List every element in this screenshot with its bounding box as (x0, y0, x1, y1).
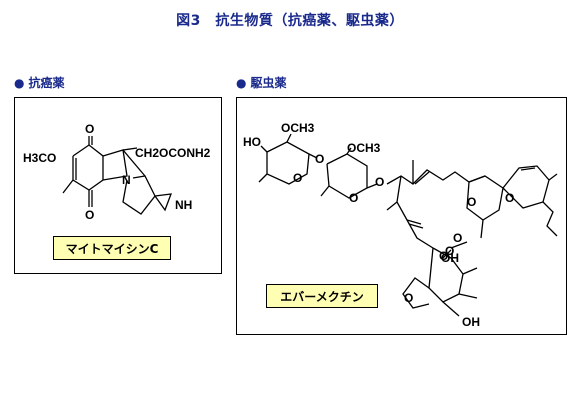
spiro-double-bond (520, 167, 536, 171)
methoxy-bond-2 (346, 147, 352, 155)
bullet-icon: ● (236, 75, 247, 90)
ho-bond (260, 145, 268, 153)
methyl-bond-sugar-2 (320, 185, 330, 197)
hydroxyl-top-label: HO (243, 135, 261, 149)
spiro-o-2: O (467, 195, 476, 209)
oh-bottom-bond (442, 301, 460, 317)
bullet-icon: ● (14, 75, 25, 90)
methyl-bond-hexene (458, 293, 478, 299)
quinone-ring (72, 144, 104, 191)
carbonyl-bond (442, 249, 452, 259)
hexene-double-bond (462, 267, 478, 275)
avermectin-structure: HO OCH3 OCH3 O O O O O O O O O OH OH O (243, 121, 558, 329)
sugar-ring-o-2: O (349, 191, 358, 205)
glycosidic-o-2: O (375, 175, 384, 189)
methoxy-1-label: OCH3 (281, 121, 315, 135)
avermectin-panel: HO OCH3 OCH3 O O O O O O O O O OH OH O (236, 97, 567, 335)
pyrrole-ring (102, 149, 128, 181)
methoxy-bond-1 (286, 133, 292, 143)
methyl-bond-sugar-1 (258, 173, 268, 183)
glycosidic-bond-2 (366, 183, 378, 189)
glycosidic-bond-1 (308, 153, 318, 159)
sugar-ring-o-1: O (293, 171, 302, 185)
glycosidic-o-1: O (315, 152, 324, 166)
carbonyl-o-bottom: O (85, 208, 94, 222)
secbutyl-chain (542, 201, 558, 237)
aziridine-ring (154, 193, 172, 212)
furan-o-label: O (404, 291, 413, 305)
macrocycle-chain-left (396, 175, 434, 249)
oh-bottom-label: OH (462, 315, 480, 329)
aziridine-nh-label: NH (175, 198, 192, 212)
methoxy-2-label: OCH3 (347, 141, 381, 155)
carbonyl-o-top: O (85, 122, 94, 136)
pyrrolidine-ring (122, 175, 156, 215)
figure-title: 図3 抗生物質（抗癌薬、駆虫薬） (176, 13, 404, 29)
ch2-bond (122, 147, 138, 151)
sugar-ring-1 (266, 141, 310, 185)
sugar-ring-2 (326, 153, 368, 199)
diene-bond-1 (406, 219, 422, 225)
macrocycle-chain-top (386, 169, 486, 185)
mitomycin-panel: H3CO O O CH2OCONH2 N NH マイトマイシンC (14, 97, 222, 274)
section-heading-anthelmintic: ● 駆虫薬 (236, 74, 287, 91)
nitrogen-label: N (122, 173, 131, 187)
section-heading-label: 駆虫薬 (250, 76, 287, 90)
mitomycin-structure: H3CO O O CH2OCONH2 N NH (23, 122, 211, 222)
section-heading-label: 抗癌薬 (28, 76, 65, 90)
bridge-bond (122, 149, 146, 177)
macro-double-bond (414, 171, 430, 185)
methyl-bond (62, 179, 74, 194)
lactone-o-label: O (453, 231, 462, 245)
section-heading-anticancer: ● 抗癌薬 (14, 74, 65, 91)
furan-ring (402, 277, 430, 309)
h3co-label: H3CO (23, 151, 56, 165)
hexene-o-label: O (439, 249, 448, 263)
lactone-bond (480, 219, 484, 239)
methyl-bond-macro-2 (386, 201, 398, 211)
spiro-o-1: O (505, 191, 514, 205)
ester-bond (450, 241, 468, 249)
diene-bond-2 (408, 223, 424, 229)
spiroketal-ring-1 (466, 175, 504, 221)
mitomycin-label: マイトマイシンC (53, 236, 171, 260)
carbamate-label: CH2OCONH2 (135, 146, 211, 160)
avermectin-label: エバーメクチン (266, 284, 378, 308)
methyl-bond-spiro (548, 173, 558, 181)
